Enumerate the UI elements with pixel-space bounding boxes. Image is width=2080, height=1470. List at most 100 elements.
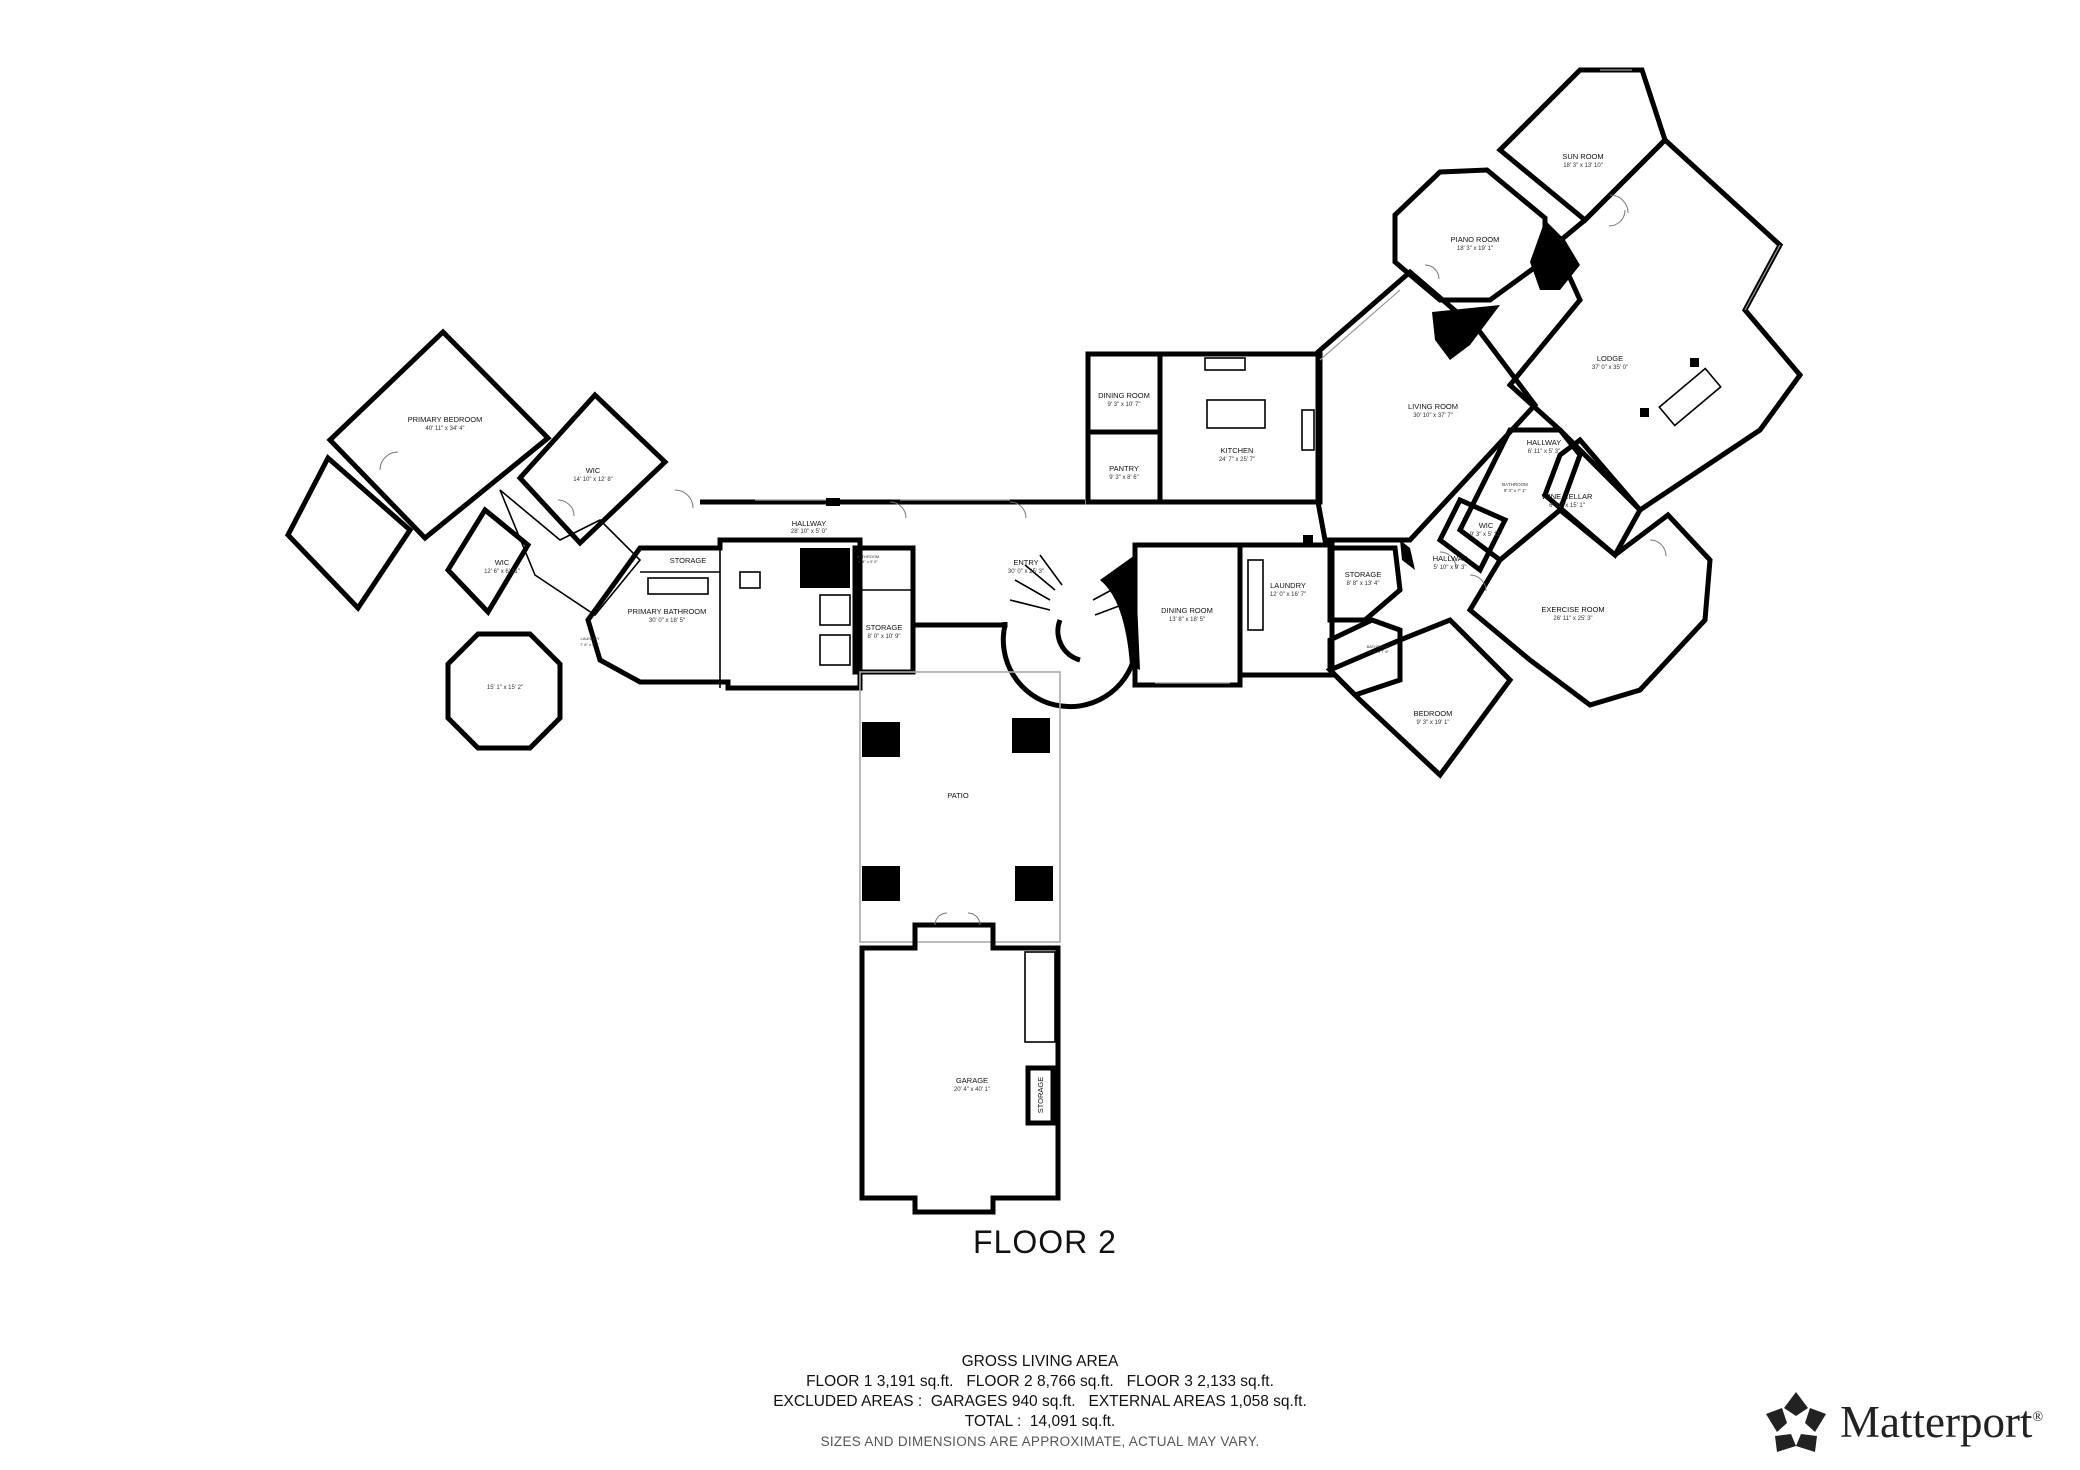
range — [1301, 409, 1315, 451]
room-name-dining-room-2: DINING ROOM — [1161, 606, 1213, 615]
room-name-laundry: LAUNDRY — [1270, 581, 1306, 590]
room-dims-bathroom-small: 8' 4" x 5' 6" — [858, 559, 878, 564]
area-heading: GROSS LIVING AREA — [961, 1353, 1119, 1370]
shower — [819, 594, 851, 626]
primary-bedroom-annex-walls — [284, 454, 414, 612]
area-line-excluded: EXCLUDED AREAS : GARAGES 940 sq.ft. EXTE… — [773, 1393, 1307, 1410]
hall-post — [826, 498, 840, 506]
room-name-garage: GARAGE — [956, 1076, 988, 1085]
room-name-wic: WIC — [586, 466, 601, 475]
central-block — [859, 351, 1335, 1215]
brand-text: Matterport — [1840, 1397, 2033, 1447]
room-dims-kitchen: 24' 7" x 25' 7" — [1219, 457, 1255, 463]
exercise-room-walls — [1466, 506, 1713, 708]
room-dims-garage: 20' 4" x 40' 1" — [954, 1087, 990, 1093]
piano-room-walls — [1392, 167, 1548, 303]
patio-pillar — [1015, 866, 1053, 901]
lodge-post — [1640, 408, 1649, 417]
shower-2 — [819, 634, 851, 666]
room-name-storage: STORAGE — [670, 556, 707, 565]
door-swing — [1009, 501, 1027, 519]
room-name-laundry-small: LAUNDRY — [580, 636, 599, 641]
room-dims-laundry: 12' 0" x 16' 7" — [1270, 592, 1306, 598]
east-wing — [1315, 67, 1804, 779]
stair-treads — [1009, 554, 1136, 616]
patio-pillar — [1012, 718, 1050, 753]
room-name-hallway-2: HALLWAY — [1527, 438, 1561, 447]
room-dims-wic-2: 12' 6" x 6' 11" — [484, 569, 520, 575]
dining-room-2-walls — [1132, 542, 1243, 688]
octagon-room-walls — [445, 631, 563, 751]
room-dims-piano-room: 18' 3" x 19' 1" — [1457, 246, 1493, 252]
primary-bedroom-walls — [326, 328, 552, 542]
tub — [739, 571, 761, 589]
vanity — [647, 577, 709, 595]
room-name-primary-bathroom: PRIMARY BATHROOM — [628, 607, 707, 616]
room-dims-entry: 30' 0" x 25' 3" — [1008, 569, 1044, 575]
patio-pillar — [862, 866, 900, 901]
garage-door-swing — [934, 912, 981, 926]
room-dims-living-room: 30' 10" x 37' 7" — [1413, 413, 1453, 419]
wic-walls — [516, 391, 669, 547]
room-dims-storage-3: 8' 8" x 13' 4" — [1347, 581, 1380, 587]
fireplace — [1530, 220, 1580, 290]
laundry-walls — [1237, 542, 1335, 678]
lodge-bar — [1658, 367, 1722, 427]
room-name-lodge: LODGE — [1597, 354, 1623, 363]
door-swing — [379, 451, 399, 471]
laundry-counter — [1247, 559, 1264, 631]
room-name-bathroom-2: BATHROOM — [1502, 482, 1528, 487]
wine-cellar-walls — [1542, 436, 1644, 559]
storage-bath-walls — [852, 545, 916, 675]
matterport-star-icon — [1766, 1392, 1826, 1452]
room-dims-primary-bathroom: 30' 0" x 18' 5" — [649, 618, 685, 624]
room-dims-hallway: 28' 10" x 5' 0" — [791, 529, 827, 535]
pantry-walls — [1085, 429, 1163, 505]
room-name-hallway-3: HALLWAY — [1433, 554, 1467, 563]
door-swing — [674, 489, 694, 509]
door-swing — [889, 501, 907, 519]
patio-pillar — [862, 722, 900, 757]
entry-walls — [913, 622, 1008, 628]
room-name-storage-garage: STORAGE — [1036, 1077, 1045, 1114]
room-dims-bathroom-2: 9' 3" x 7' 1" — [1504, 488, 1527, 493]
bedroom-connector — [499, 489, 642, 617]
room-dims-dining-room: 9' 3" x 10' 7" — [1108, 402, 1141, 408]
area-line-total: TOTAL : 14,091 sq.ft. — [964, 1413, 1116, 1430]
floor-title: FLOOR 2 — [973, 1224, 1117, 1260]
room-name-entry: ENTRY — [1013, 558, 1038, 567]
wic-2-walls — [444, 506, 532, 617]
room-dims-bedroom: 9' 3" x 19' 1" — [1417, 720, 1450, 726]
door-swing — [1424, 194, 1667, 592]
garage-storage-walls — [1025, 1065, 1056, 1126]
room-dims-dining-room-2: 13' 8" x 18' 5" — [1169, 617, 1205, 623]
fireplace — [1432, 305, 1500, 360]
room-dims-sun-room: 18' 3" x 13' 10" — [1563, 163, 1603, 169]
matterport-brand: Matterport® — [1763, 1390, 2073, 1460]
room-dims-primary-bedroom: 40' 11" x 34' 4" — [425, 426, 464, 432]
stair-wall — [1100, 555, 1140, 670]
room-name-hallway: HALLWAY — [792, 519, 826, 528]
room-dims-lodge: 37' 0" x 35' 0" — [1592, 365, 1628, 371]
area-line-floors: FLOOR 1 3,191 sq.ft. FLOOR 2 8,766 sq.ft… — [806, 1373, 1274, 1390]
primary-bathroom-walls — [585, 537, 863, 691]
sink — [1204, 357, 1246, 371]
sun-room-walls — [1496, 67, 1668, 224]
living-room-glass — [1317, 271, 1411, 353]
patio-outline — [859, 671, 1061, 943]
room-dims-wic-3: 9' 3" x 5' 11" — [1470, 532, 1502, 538]
room-name-bedroom: BEDROOM — [1414, 709, 1453, 718]
west-wing — [284, 328, 1085, 751]
room-name-wic-2: WIC — [495, 558, 510, 567]
kitchen-island — [1206, 399, 1266, 429]
registered-mark: ® — [2032, 1410, 2044, 1425]
room-dims-laundry-small: 7' 8" x 5' 4" — [580, 642, 600, 647]
area-summary: GROSS LIVING AREA FLOOR 1 3,191 sq.ft. F… — [640, 1352, 1440, 1452]
room-name-living-room: LIVING ROOM — [1408, 402, 1458, 411]
spiral-stair — [1000, 619, 1138, 710]
room-name-bathroom-3: BATHROOM — [1367, 644, 1390, 649]
living-window — [1319, 289, 1401, 361]
room-dims-hallway-2: 6' 11" x 5' 3" — [1528, 449, 1560, 455]
room-dims-wic: 14' 10" x 12' 8" — [573, 477, 613, 483]
